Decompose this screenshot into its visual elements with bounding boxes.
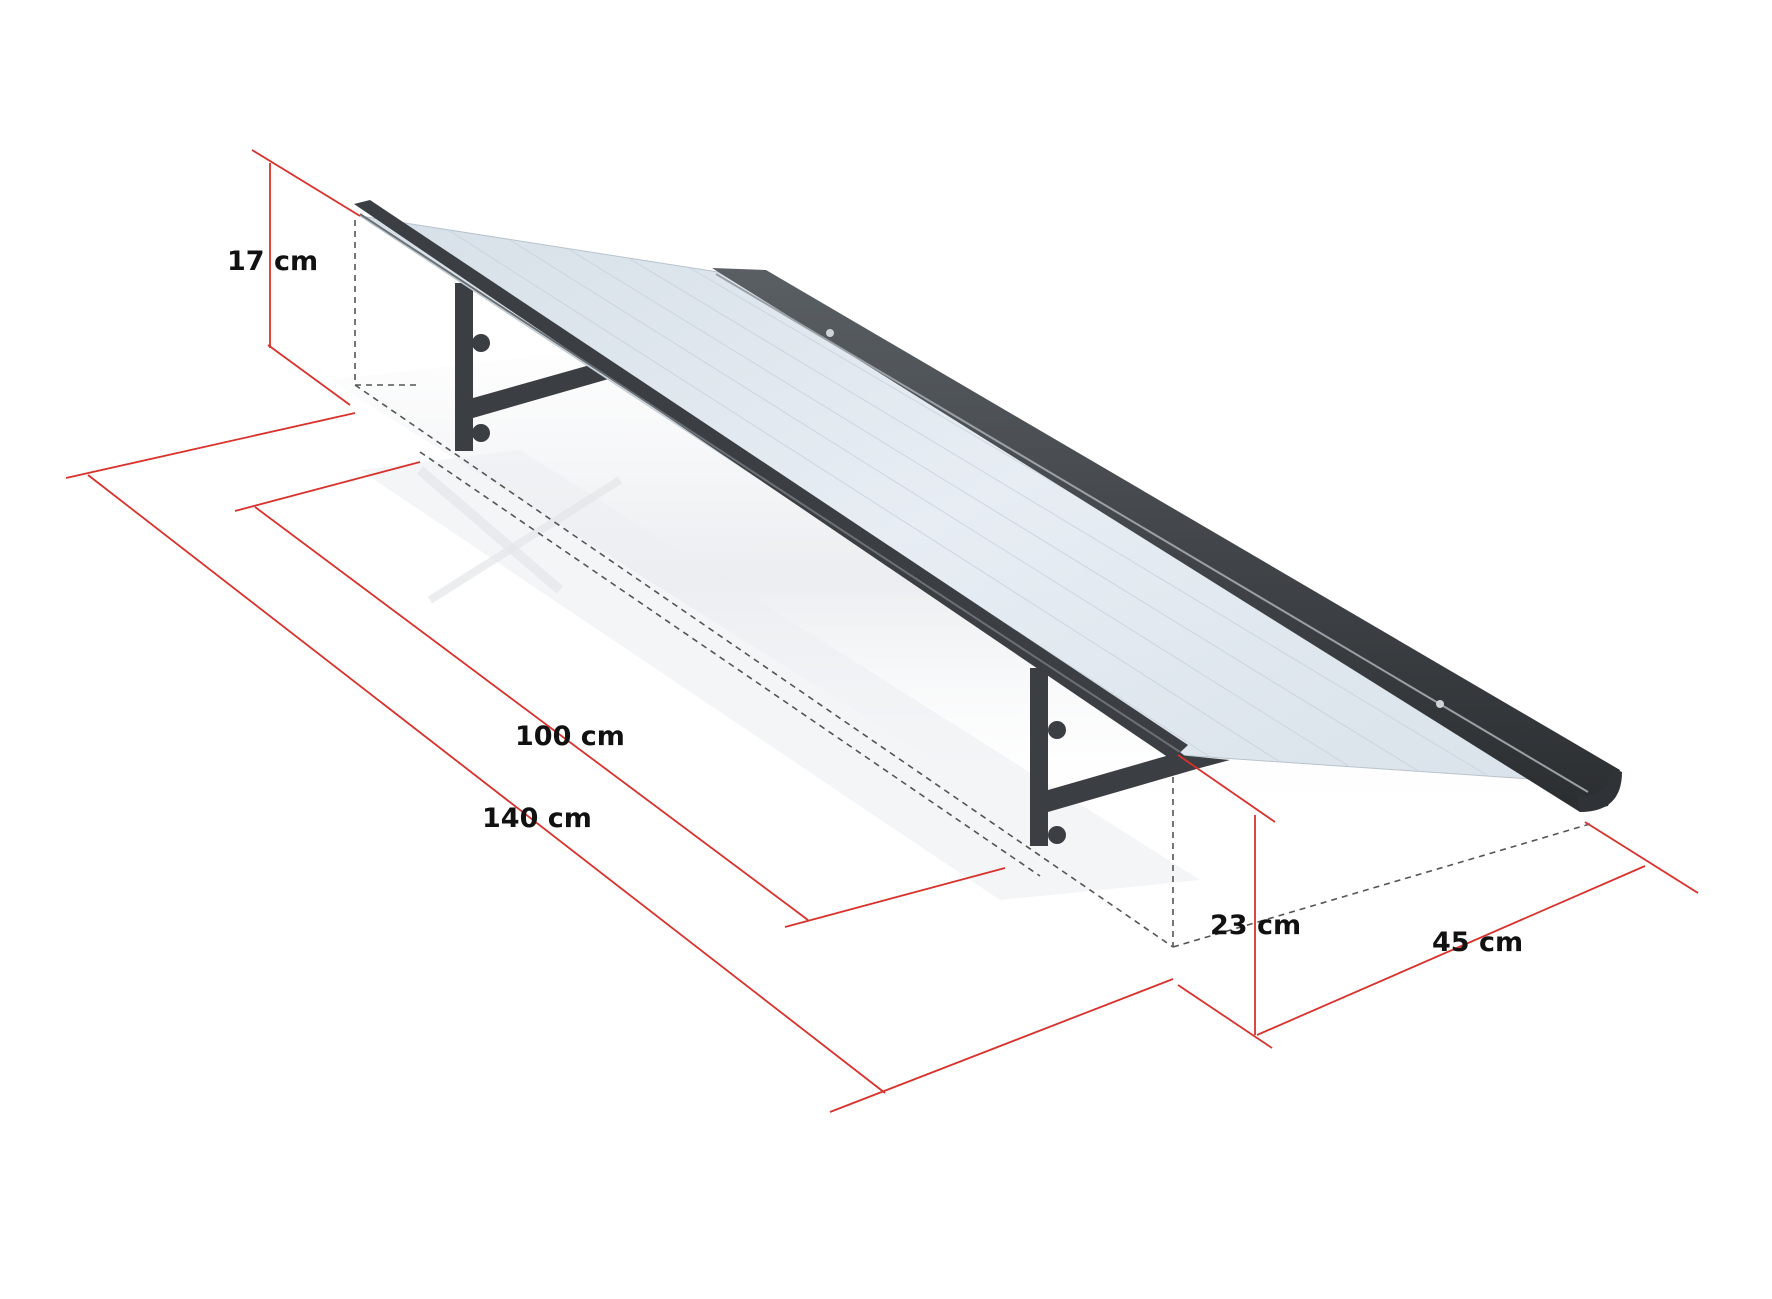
dashed-guides <box>354 220 1591 948</box>
canopy-model <box>354 200 1622 846</box>
label-height-back: 17 cm <box>227 246 318 277</box>
bracket-back <box>455 283 612 451</box>
label-height-front: 23 cm <box>1210 910 1301 941</box>
dimension-lines <box>65 149 1699 1113</box>
dim-depth-line <box>1256 865 1646 1036</box>
bracket-front <box>1030 668 1230 846</box>
label-bracket-spacing: 100 cm <box>515 721 625 752</box>
dim-bracket-spacing-line <box>254 506 809 921</box>
dim-total-width-line <box>87 474 886 1094</box>
label-total-width: 140 cm <box>482 803 592 834</box>
label-depth: 45 cm <box>1432 927 1523 958</box>
